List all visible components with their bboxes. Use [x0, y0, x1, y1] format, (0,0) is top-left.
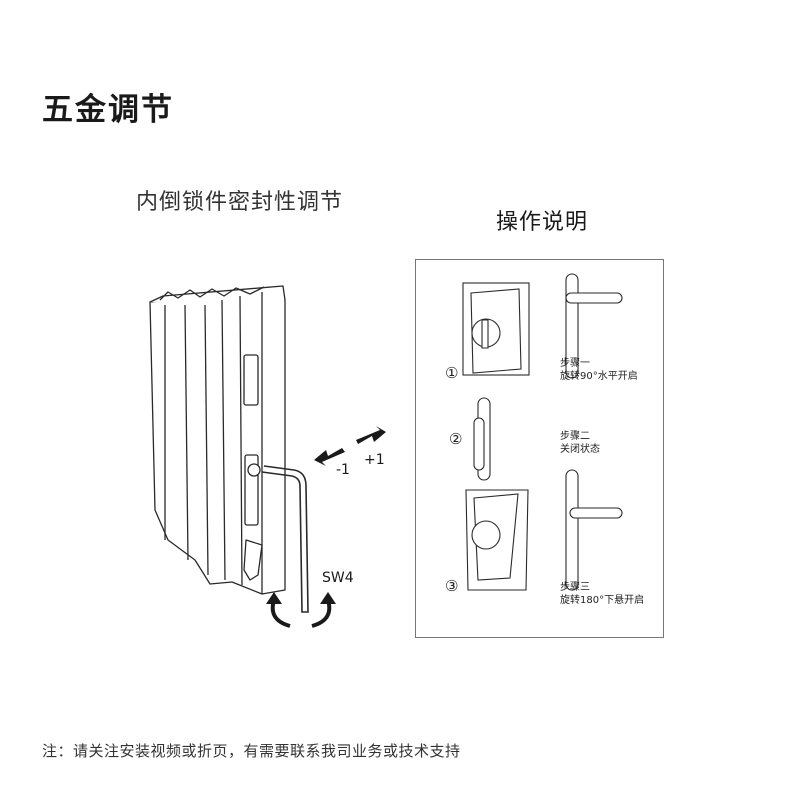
instructions-panel — [415, 259, 664, 638]
rotate-right-arrowhead — [320, 592, 336, 604]
step3-handle-zoom — [471, 520, 501, 550]
step1-number: ① — [445, 364, 459, 382]
adjust-eccentric — [247, 463, 261, 477]
step3-text: 步骤三 旋转180°下悬开启 — [560, 581, 644, 607]
profile-body — [149, 289, 286, 595]
profile-line-5 — [239, 295, 243, 586]
profile-line-4 — [221, 299, 226, 581]
profile-line-3 — [204, 304, 209, 576]
step2-handle-lever — [473, 417, 485, 471]
section-title: 内倒锁件密封性调节 — [136, 190, 344, 215]
step3-name: 步骤三 — [560, 582, 590, 593]
step3-number: ③ — [445, 577, 459, 595]
lock-strip-upper — [243, 354, 259, 406]
footer-note: 注：请关注安装视频或折页，有需要联系我司业务或技术支持 — [42, 742, 461, 760]
instructions-title: 操作说明 — [496, 210, 589, 235]
plus-label: +1 — [364, 452, 385, 468]
minus-label: -1 — [336, 462, 350, 478]
step2-number: ② — [449, 430, 463, 448]
lock-cam — [243, 539, 263, 581]
step1-handle-mini — [481, 319, 489, 349]
step3-handle-base — [565, 469, 579, 591]
step1-text: 步骤一 旋转90°水平开启 — [560, 357, 638, 383]
step2-desc: 关闭状态 — [560, 444, 600, 455]
allen-key — [261, 465, 309, 613]
sw4-label: SW4 — [322, 570, 354, 586]
page-title: 五金调节 — [42, 92, 174, 128]
step3-desc: 旋转180°下悬开启 — [560, 595, 645, 606]
minus-arrow — [314, 448, 345, 466]
step2-text: 步骤二 关闭状态 — [560, 430, 600, 456]
step1-name: 步骤一 — [560, 358, 590, 369]
step2-name: 步骤二 — [560, 431, 590, 442]
step1-handle-lever — [565, 292, 623, 304]
plus-arrow — [356, 426, 386, 444]
profile-top-detail — [159, 286, 265, 301]
profile-line-2 — [184, 304, 189, 561]
step1-desc: 旋转90°水平开启 — [560, 371, 638, 382]
rotate-left-arrowhead — [266, 592, 282, 604]
step3-handle-lever — [569, 507, 623, 519]
profile-top-edge — [149, 285, 286, 303]
